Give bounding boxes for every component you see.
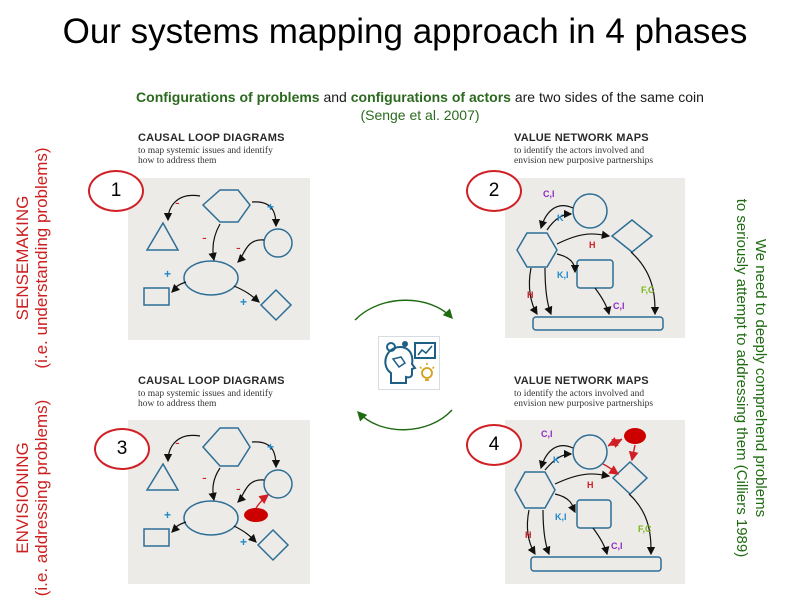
new-actor-node [624, 428, 646, 444]
panel-4-heading: VALUE NETWORK MAPS [514, 375, 649, 387]
minus-sign: - [175, 194, 180, 210]
phase-1-badge: 1 [88, 170, 144, 212]
ellipse-node [183, 500, 239, 536]
subtitle-and: and [319, 89, 351, 105]
phase-3-badge: 3 [94, 428, 150, 470]
diamond-node [610, 219, 654, 253]
fc-label: F,C [638, 524, 652, 534]
ki-label: K,I [555, 512, 567, 522]
square-node [143, 528, 170, 547]
panel-1-canvas: - + - - + + [128, 178, 310, 340]
comprehension-note-line2: to seriously attempt to addressing them … [733, 198, 750, 558]
panel-2-canvas: C,I K H K,I H C,I F,C [505, 178, 685, 338]
k-label: K [553, 455, 560, 465]
panel-3-description: to map systemic issues and identify how … [138, 389, 273, 409]
panel-4-description: to identify the actors involved and envi… [514, 389, 653, 409]
hexagon-node [201, 189, 251, 223]
square-node [143, 287, 170, 306]
value-network-map-4: C,I K H K,I H C,I F,C [514, 428, 662, 572]
h-label: H [525, 530, 532, 540]
envisioning-subtitle: (i.e. addressing problems) [32, 399, 51, 597]
subtitle: Configurations of problems and configura… [60, 88, 780, 124]
ki-label: K,I [557, 270, 569, 280]
panel-2-heading: VALUE NETWORK MAPS [514, 132, 649, 144]
plus-sign: + [164, 267, 171, 281]
ci-label: C,I [541, 429, 553, 439]
panel-1-desc-line1: to map systemic issues and identify [138, 146, 273, 156]
subtitle-actors: configurations of actors [350, 89, 511, 105]
h-label: H [589, 240, 596, 250]
cycle-arrow-bottom [357, 409, 453, 431]
diamond-node [259, 288, 293, 322]
triangle-node [145, 462, 180, 491]
causal-loop-diagram-1: - + - - + + [143, 189, 293, 322]
circle-node [263, 228, 293, 258]
sensemaking-subtitle: (i.e. understanding problems) [32, 147, 51, 369]
h-label: H [587, 480, 594, 490]
new-intervention-node [244, 508, 268, 522]
fc-label: F,C [641, 285, 655, 295]
hexagon-node [516, 232, 558, 268]
subtitle-citation: (Senge et al. 2007) [360, 107, 480, 123]
rounded-rect-node [576, 259, 614, 289]
panel-3-desc-line2: how to address them [138, 399, 217, 409]
panel-3-canvas: - + - - + + [128, 420, 310, 584]
triangle-node [145, 221, 180, 251]
systems-thinking-head-icon [378, 336, 440, 390]
page-title: Our systems mapping approach in 4 phases [62, 12, 748, 51]
diamond-node [611, 460, 649, 496]
h-label: H [527, 290, 534, 300]
sensemaking-title: SENSEMAKING [13, 195, 32, 321]
subtitle-rest: are two sides of the same coin [510, 89, 704, 105]
ci-label: C,I [613, 301, 625, 311]
panel-1-heading: CAUSAL LOOP DIAGRAMS [138, 132, 285, 144]
plus-sign: + [164, 508, 171, 522]
plus-sign: + [267, 440, 274, 454]
circle-node [263, 469, 293, 499]
causal-loop-diagram-3: - + - - + + [143, 427, 293, 562]
platform-node [532, 316, 664, 331]
circle-node [572, 434, 608, 470]
panel-4-desc-line1: to identify the actors involved and [514, 389, 645, 399]
panel-2-desc-line1: to identify the actors involved and [514, 146, 645, 156]
rounded-rect-node [576, 499, 612, 529]
plus-sign: + [240, 295, 247, 309]
envisioning-title: ENVISIONING [13, 442, 32, 554]
phase-4-badge: 4 [466, 424, 522, 466]
panel-2-desc-line2: envision new purposive partnerships [514, 156, 654, 166]
diamond-node [256, 528, 290, 562]
comprehension-note: We need to deeply comprehend problems to… [732, 199, 770, 558]
plus-sign: + [240, 535, 247, 549]
sensemaking-label: SENSEMAKING (i.e. understanding problems… [13, 147, 51, 368]
cycle-arrow-top [354, 299, 453, 321]
minus-sign: - [236, 239, 241, 255]
minus-sign: - [202, 229, 207, 245]
circle-node [572, 193, 608, 229]
plus-sign: + [267, 200, 274, 214]
minus-sign: - [202, 469, 207, 485]
subtitle-problems: Configurations of problems [136, 89, 320, 105]
panel-3-heading: CAUSAL LOOP DIAGRAMS [138, 375, 285, 387]
panel-2-description: to identify the actors involved and envi… [514, 146, 653, 166]
minus-sign: - [175, 434, 180, 450]
panel-4-desc-line2: envision new purposive partnerships [514, 399, 654, 409]
panel-3-desc-line1: to map systemic issues and identify [138, 389, 273, 399]
platform-node [530, 556, 662, 572]
cycle-arrows [354, 299, 453, 431]
panel-1-desc-line2: how to address them [138, 156, 217, 166]
ellipse-node [183, 260, 239, 296]
envisioning-label: ENVISIONING (i.e. addressing problems) [13, 400, 51, 597]
ci-label: C,I [543, 189, 555, 199]
comprehension-note-line1: We need to deeply comprehend problems [752, 238, 769, 518]
panel-1-description: to map systemic issues and identify how … [138, 146, 273, 166]
k-label: K [557, 213, 564, 223]
hexagon-node [514, 471, 556, 509]
hexagon-node [201, 427, 251, 467]
phase-2-badge: 2 [466, 170, 522, 212]
ci-label: C,I [611, 541, 623, 551]
panel-4-canvas: C,I K H K,I H C,I F,C [505, 420, 685, 584]
minus-sign: - [236, 480, 241, 496]
value-network-map-2: C,I K H K,I H C,I F,C [516, 189, 664, 331]
